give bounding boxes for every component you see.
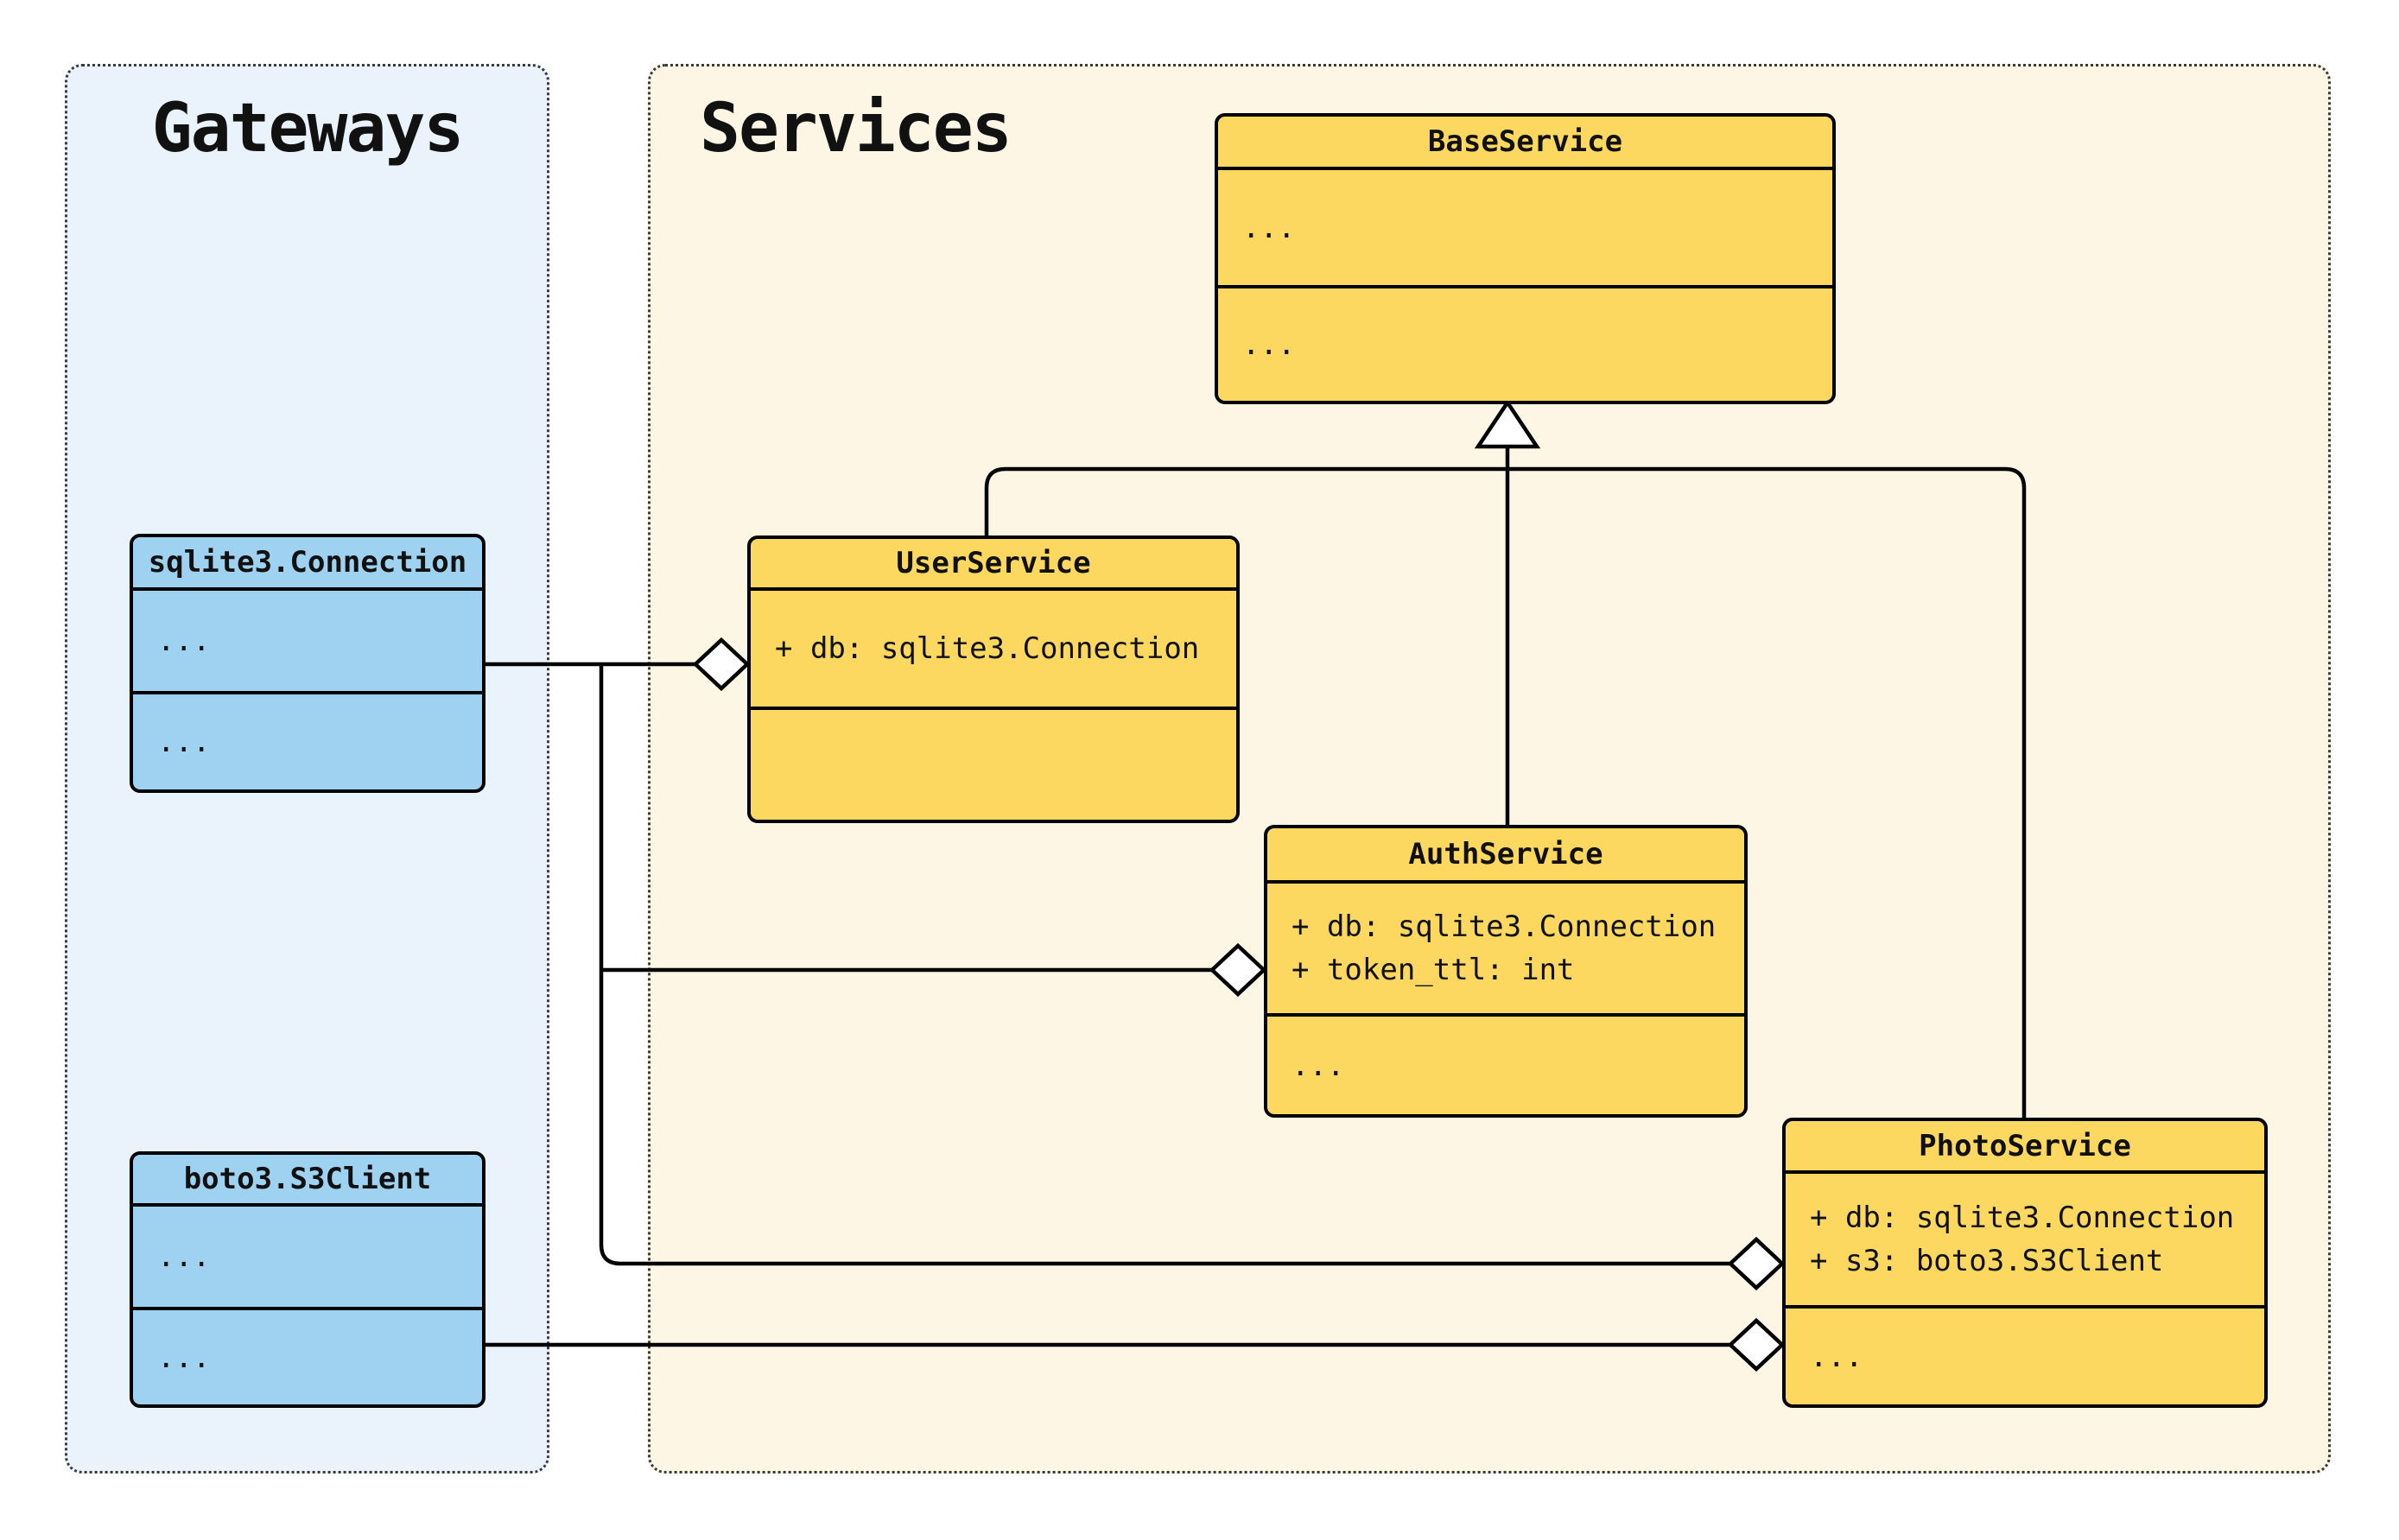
class-box-boto3-s3client: boto3.S3Client ... ...	[130, 1151, 486, 1408]
gateways-group-title: Gateways	[151, 90, 465, 168]
class-attr-line: + db: sqlite3.Connection	[775, 631, 1200, 666]
class-title-baseservice: BaseService	[1218, 117, 1832, 170]
aggregation-diamond-authservice-icon	[1209, 942, 1267, 998]
aggregation-diamond-userservice-icon	[692, 637, 751, 692]
class-box-photoservice: PhotoService + db: sqlite3.Connection + …	[1782, 1118, 2268, 1408]
class-title-userservice: UserService	[751, 539, 1236, 591]
aggregation-diamond-photoservice-s3-icon	[1727, 1317, 1786, 1372]
class-attr-line: ...	[157, 1239, 211, 1274]
class-title-photoservice: PhotoService	[1786, 1121, 2264, 1174]
class-attr-line: + s3: boto3.S3Client	[1810, 1244, 2164, 1278]
class-box-authservice: AuthService + db: sqlite3.Connection + t…	[1264, 825, 1748, 1118]
class-attr-line: ...	[157, 624, 211, 658]
inheritance-triangle-icon	[1474, 398, 1541, 449]
class-methods-empty	[751, 710, 1236, 820]
class-box-sqlite3-connection: sqlite3.Connection ... ...	[130, 534, 486, 793]
class-box-baseservice: BaseService ... ...	[1215, 113, 1836, 404]
class-attr-line: ...	[1242, 210, 1296, 245]
aggregation-branch-line	[599, 664, 1730, 1266]
inheritance-bus-line	[984, 466, 2027, 1118]
class-method-line: ...	[157, 725, 211, 759]
services-group-title: Services	[700, 90, 1012, 168]
class-method-line: ...	[1242, 327, 1296, 362]
class-title-boto3-s3client: boto3.S3Client	[133, 1155, 482, 1207]
class-method-line: ...	[1292, 1048, 1345, 1083]
aggregation-diamond-photoservice-db-icon	[1727, 1236, 1786, 1291]
class-attr-line: + token_ttl: int	[1292, 953, 1575, 987]
class-method-line: ...	[157, 1340, 211, 1375]
class-attr-line: + db: sqlite3.Connection	[1292, 909, 1717, 944]
class-title-authservice: AuthService	[1267, 828, 1744, 884]
class-box-userservice: UserService + db: sqlite3.Connection	[747, 536, 1240, 823]
class-attr-line: + db: sqlite3.Connection	[1810, 1201, 2235, 1235]
class-method-line: ...	[1810, 1339, 1863, 1374]
class-title-sqlite3-connection: sqlite3.Connection	[133, 537, 482, 591]
